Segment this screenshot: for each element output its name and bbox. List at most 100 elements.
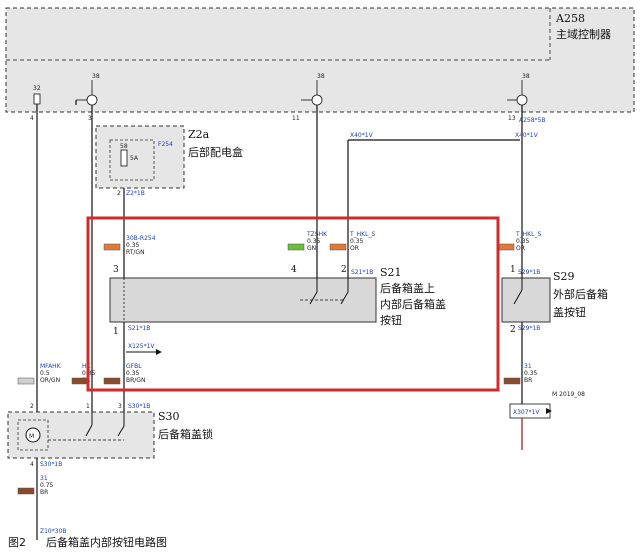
pin-num: 32 [33,85,41,92]
svg-text:0.35: 0.35 [126,370,140,377]
svg-text:0.75: 0.75 [40,482,54,489]
svg-text:T_HKL_S: T_HKL_S [515,231,541,238]
svg-text:OR: OR [516,245,525,252]
svg-text:0.35: 0.35 [307,238,321,245]
a258-name: 主域控制器 [556,27,611,41]
z2a-name: 后部配电盒 [188,145,243,159]
s30-name: 后备箱盖锁 [158,427,213,441]
svg-text:OR: OR [350,245,359,252]
svg-text:38: 38 [317,73,325,80]
svg-text:4: 4 [30,461,34,468]
svg-text:3: 3 [118,403,122,410]
svg-text:S29*1B: S29*1B [518,325,540,332]
module-pin-3: 38 11 [292,73,325,122]
svg-text:31: 31 [40,475,48,482]
svg-text:MFAHK: MFAHK [40,363,62,370]
svg-text:S30*1B: S30*1B [128,403,150,410]
splice-x125: X125*1V [126,343,162,355]
svg-text:GN: GN [307,245,316,252]
svg-text:1: 1 [510,265,516,275]
s21-switch: 3 4 2 S21*1B 1 S21*1B S21 后备箱盖上 内部后备箱盖 按… [109,265,446,337]
wire-color-swatch [17,377,35,385]
splice-x307: X307*1V [509,403,552,450]
svg-text:BR: BR [524,377,532,384]
svg-text:X307*1V: X307*1V [513,409,540,416]
wire-label-s29-31: 31 0.35 BR [503,363,538,385]
wire-label-thks: T_HKL_S 0.35 OR [497,231,541,252]
svg-text:M: M [29,433,34,440]
s30-lock: M 2 1 3 S30*1B 4 S30*1B S30 后备箱盖锁 [7,403,213,468]
wire-color-swatch [103,377,121,385]
wire-color-swatch [503,377,521,385]
svg-text:5A: 5A [130,155,139,162]
wire-label-tzshk: TZSHK 0.35 GN [287,231,328,252]
svg-text:按钮: 按钮 [380,313,402,327]
splice-z10: Z10*30B [40,528,67,535]
wire-color-swatch [103,243,121,251]
wire-color-swatch [497,243,515,251]
figure-number: 图2 [8,536,26,549]
svg-text:后备箱盖上: 后备箱盖上 [380,281,435,295]
svg-text:T_HKL_S: T_HKL_S [349,231,375,238]
svg-text:0.35: 0.35 [524,370,538,377]
svg-text:A258*5B: A258*5B [519,117,546,124]
wire-label-thkls: T_HKL_S 0.35 OR [329,231,375,252]
svg-text:0.35: 0.35 [126,242,140,249]
svg-text:RT/GN: RT/GN [126,249,145,256]
svg-text:58: 58 [120,143,128,150]
svg-text:Z2*1B: Z2*1B [126,190,145,197]
figure-title: 后备箱盖内部按钮电路图 [46,535,167,549]
svg-text:2: 2 [341,265,347,275]
splice-x40-left: X40*1V [350,132,374,139]
wire-color-swatch [287,243,305,251]
svg-text:30B-R254: 30B-R254 [126,235,156,242]
reference-code: M 2019_08 [552,391,585,398]
transistor-icon [86,94,98,106]
splice-x40-right: X40*1V [515,132,539,139]
svg-text:2: 2 [510,325,516,335]
s29-switch: 1 S29*1B 2 S29*1B S29 外部后备箱 盖按钮 [501,265,608,335]
module-pin-2: 38 3 [76,73,100,122]
motor-icon [25,427,41,443]
svg-text:1: 1 [113,327,119,337]
svg-text:11: 11 [292,115,300,122]
svg-text:1: 1 [86,403,90,410]
svg-text:BR: BR [40,489,48,496]
svg-text:13: 13 [508,115,516,122]
wires [36,100,523,540]
wire-label-s21-3: 30B-R254 0.35 RT/GN [103,235,156,256]
a258-module: A258 主域控制器 [5,7,635,113]
s29-code: S29 [553,270,575,283]
svg-text:0.35: 0.35 [516,238,530,245]
svg-text:S29*1B: S29*1B [518,269,540,276]
svg-text:4: 4 [291,265,297,275]
svg-text:S21*1B: S21*1B [128,325,150,332]
svg-text:X125*1V: X125*1V [128,343,155,350]
a258-code: A258 [555,12,585,25]
svg-text:3: 3 [88,115,92,122]
figure-caption: 图2 后备箱盖内部按钮电路图 [8,535,167,549]
svg-text:内部后备箱盖: 内部后备箱盖 [380,297,446,311]
svg-text:S30*1B: S30*1B [40,461,62,468]
transistor-icon [516,94,528,106]
svg-text:TZSHK: TZSHK [306,231,328,238]
svg-text:GFBL: GFBL [126,363,142,370]
svg-text:2: 2 [117,190,121,197]
z2a-code: Z2a [188,128,210,141]
wire-color-swatch [17,487,35,495]
wire-color-swatch [71,377,89,385]
svg-text:0.35: 0.35 [350,238,364,245]
wire-color-swatch [329,243,347,251]
highlight-frame [86,216,500,392]
fuse-icon [120,149,128,167]
svg-text:2: 2 [30,403,34,410]
svg-text:外部后备箱: 外部后备箱 [553,287,608,301]
svg-text:F254: F254 [158,141,173,148]
wire-label-s30-31: 31 0.75 BR [17,475,54,496]
svg-text:38: 38 [92,73,100,80]
svg-text:0.5: 0.5 [40,370,50,377]
s30-code: S30 [158,410,180,423]
svg-text:38: 38 [522,73,530,80]
transistor-icon [311,94,323,106]
